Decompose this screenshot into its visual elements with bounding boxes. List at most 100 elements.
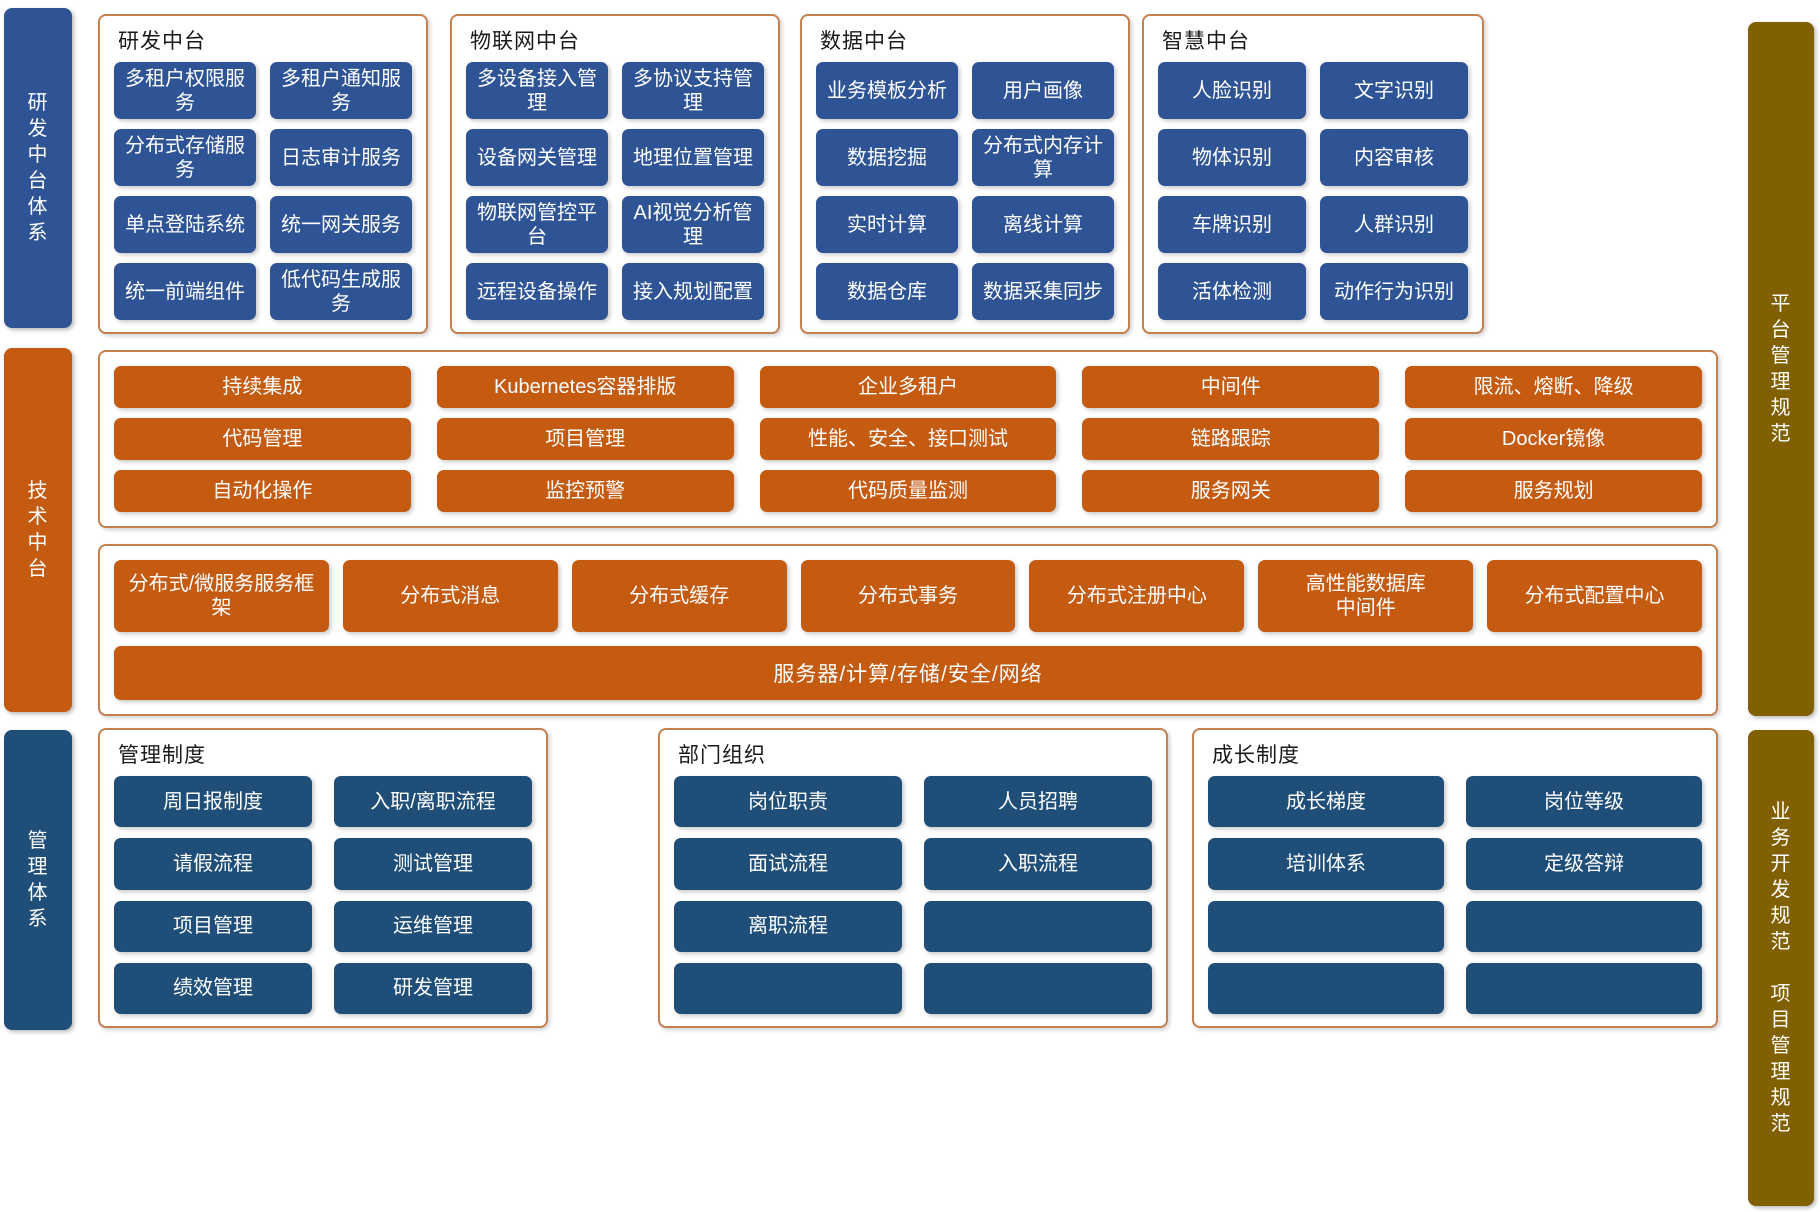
chip-item[interactable]: 统一前端组件	[114, 263, 256, 320]
chip-item[interactable]: 周日报制度	[114, 776, 312, 828]
chip-item[interactable]: 自动化操作	[114, 470, 411, 512]
chip-item[interactable]: 远程设备操作	[466, 263, 608, 320]
chip-item[interactable]: 统一网关服务	[270, 196, 412, 253]
chip-item[interactable]: 人员招聘	[924, 776, 1152, 828]
panel-tech-capabilities-grid: 持续集成 Kubernetes容器排版 企业多租户 中间件 限流、熔断、降级 代…	[114, 366, 1702, 512]
chip-item-empty[interactable]	[1466, 962, 1702, 1014]
panel-iot-platform-title: 物联网中台	[470, 30, 580, 53]
chip-item[interactable]: 多设备接入管理	[466, 62, 608, 119]
chip-item[interactable]: 面试流程	[674, 838, 902, 890]
chip-item[interactable]: 代码质量监测	[759, 470, 1057, 512]
chip-item[interactable]: 实时计算	[816, 196, 958, 253]
chip-item[interactable]: 设备网关管理	[466, 129, 608, 186]
chip-item[interactable]: 单点登陆系统	[114, 196, 256, 253]
chip-item[interactable]: 数据采集同步	[972, 263, 1114, 320]
chip-item[interactable]: 岗位等级	[1466, 776, 1702, 828]
infrastructure-server-bar[interactable]: 服务器/计算/存储/安全/网络	[114, 646, 1702, 700]
chip-item[interactable]: 分布式消息	[342, 560, 558, 632]
chip-item-empty[interactable]	[924, 962, 1152, 1014]
chip-item[interactable]: 数据仓库	[816, 263, 958, 320]
panel-iot-platform-grid: 多设备接入管理 多协议支持管理 设备网关管理 地理位置管理 物联网管控平台 AI…	[466, 62, 764, 320]
chip-item-empty[interactable]	[1208, 900, 1444, 952]
chip-item[interactable]: 企业多租户	[759, 366, 1057, 408]
chip-item[interactable]: 多租户通知服务	[270, 62, 412, 119]
chip-item[interactable]: 培训体系	[1208, 838, 1444, 890]
chip-item[interactable]: 绩效管理	[114, 962, 312, 1014]
chip-item[interactable]: 服务网关	[1082, 470, 1380, 512]
chip-item[interactable]: 岗位职责	[674, 776, 902, 828]
chip-item[interactable]: 分布式/微服务服务框架	[114, 560, 329, 632]
chip-item[interactable]: 活体检测	[1158, 263, 1306, 320]
chip-item[interactable]: 分布式配置中心	[1487, 560, 1702, 632]
chip-item[interactable]: 限流、熔断、降级	[1405, 366, 1702, 408]
chip-item[interactable]: 人脸识别	[1158, 62, 1306, 119]
chip-item[interactable]: 测试管理	[334, 838, 532, 890]
chip-item[interactable]: 入职/离职流程	[334, 776, 532, 828]
chip-item[interactable]: 成长梯度	[1208, 776, 1444, 828]
panel-infrastructure: 分布式/微服务服务框架 分布式消息 分布式缓存 分布式事务 分布式注册中心 高性…	[98, 544, 1718, 716]
panel-infrastructure-grid: 分布式/微服务服务框架 分布式消息 分布式缓存 分布式事务 分布式注册中心 高性…	[114, 560, 1702, 700]
infrastructure-chip-row: 分布式/微服务服务框架 分布式消息 分布式缓存 分布式事务 分布式注册中心 高性…	[114, 560, 1702, 632]
chip-item[interactable]: 多租户权限服务	[114, 62, 256, 119]
panel-department-org: 部门组织 岗位职责 人员招聘 面试流程 入职流程 离职流程	[658, 728, 1168, 1028]
chip-item[interactable]: 业务模板分析	[816, 62, 958, 119]
chip-item[interactable]: 服务规划	[1405, 470, 1702, 512]
chip-item-empty[interactable]	[1208, 962, 1444, 1014]
chip-item[interactable]: 离线计算	[972, 196, 1114, 253]
left-rail-management-system[interactable]: 管理体系	[4, 730, 72, 1030]
left-rail-tech-platform[interactable]: 技术中台	[4, 348, 72, 712]
chip-item[interactable]: 请假流程	[114, 838, 312, 890]
chip-item[interactable]: 持续集成	[114, 366, 411, 408]
left-rail-rd-system[interactable]: 研发中台体系	[4, 8, 72, 328]
chip-item[interactable]: 分布式事务	[800, 560, 1016, 632]
chip-item-empty[interactable]	[674, 962, 902, 1014]
left-rail-tech-platform-label: 技术中台	[27, 480, 49, 580]
chip-item[interactable]: 多协议支持管理	[622, 62, 764, 119]
chip-item[interactable]: 分布式缓存	[571, 560, 787, 632]
chip-item[interactable]: 内容审核	[1320, 129, 1468, 186]
chip-item[interactable]: 链路跟踪	[1082, 418, 1380, 460]
chip-item[interactable]: 代码管理	[114, 418, 411, 460]
chip-item[interactable]: 定级答辩	[1466, 838, 1702, 890]
chip-item[interactable]: 运维管理	[334, 900, 532, 952]
right-rail-dev-spec-label: 业务开发规范 项目管理规范	[1770, 801, 1792, 1135]
panel-rd-platform-title: 研发中台	[118, 30, 206, 53]
chip-item[interactable]: 文字识别	[1320, 62, 1468, 119]
chip-item[interactable]: 低代码生成服务	[270, 263, 412, 320]
chip-item[interactable]: 接入规划配置	[622, 263, 764, 320]
panel-data-platform: 数据中台 业务模板分析 用户画像 数据挖掘 分布式内存计算 实时计算 离线计算 …	[800, 14, 1130, 334]
right-rail-platform-spec[interactable]: 平台管理规范	[1748, 22, 1814, 716]
chip-item[interactable]: 离职流程	[674, 900, 902, 952]
chip-item[interactable]: AI视觉分析管理	[622, 196, 764, 253]
chip-item-empty[interactable]	[924, 900, 1152, 952]
chip-item[interactable]: 入职流程	[924, 838, 1152, 890]
chip-item-empty[interactable]	[1466, 900, 1702, 952]
chip-item[interactable]: 日志审计服务	[270, 129, 412, 186]
chip-item[interactable]: 车牌识别	[1158, 196, 1306, 253]
chip-item[interactable]: 项目管理	[114, 900, 312, 952]
chip-item[interactable]: 分布式存储服务	[114, 129, 256, 186]
chip-item[interactable]: 物体识别	[1158, 129, 1306, 186]
chip-item[interactable]: 数据挖掘	[816, 129, 958, 186]
panel-management-policy-grid: 周日报制度 入职/离职流程 请假流程 测试管理 项目管理 运维管理 绩效管理 研…	[114, 776, 532, 1014]
chip-item[interactable]: 分布式内存计算	[972, 129, 1114, 186]
chip-item[interactable]: 分布式注册中心	[1029, 560, 1245, 632]
chip-item[interactable]: 性能、安全、接口测试	[759, 418, 1057, 460]
chip-item[interactable]: 中间件	[1082, 366, 1380, 408]
chip-item[interactable]: 项目管理	[436, 418, 734, 460]
panel-department-org-grid: 岗位职责 人员招聘 面试流程 入职流程 离职流程	[674, 776, 1152, 1014]
chip-item[interactable]: 人群识别	[1320, 196, 1468, 253]
right-rail-dev-spec[interactable]: 业务开发规范 项目管理规范	[1748, 730, 1814, 1206]
chip-item[interactable]: Kubernetes容器排版	[436, 366, 734, 408]
chip-item[interactable]: 用户画像	[972, 62, 1114, 119]
panel-ai-platform-title: 智慧中台	[1162, 30, 1250, 53]
chip-item[interactable]: 物联网管控平台	[466, 196, 608, 253]
chip-item[interactable]: 高性能数据库 中间件	[1258, 560, 1474, 632]
panel-iot-platform: 物联网中台 多设备接入管理 多协议支持管理 设备网关管理 地理位置管理 物联网管…	[450, 14, 780, 334]
panel-growth-policy-grid: 成长梯度 岗位等级 培训体系 定级答辩	[1208, 776, 1702, 1014]
chip-item[interactable]: 动作行为识别	[1320, 263, 1468, 320]
chip-item[interactable]: 研发管理	[334, 962, 532, 1014]
chip-item[interactable]: 监控预警	[436, 470, 734, 512]
chip-item[interactable]: 地理位置管理	[622, 129, 764, 186]
chip-item[interactable]: Docker镜像	[1405, 418, 1702, 460]
